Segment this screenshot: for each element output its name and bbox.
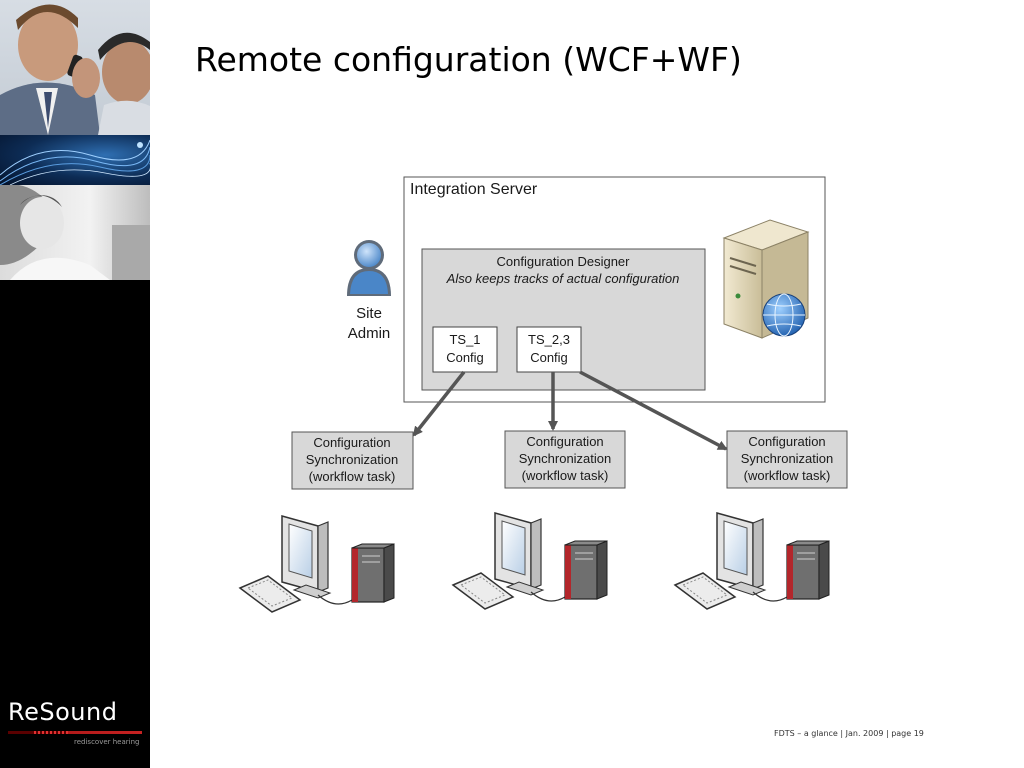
- arrow-ts1-to-sync1: [412, 370, 466, 437]
- sync-task-2-line3: (workflow task): [521, 468, 609, 483]
- sync-task-3-line1: Configuration: [748, 434, 826, 449]
- brand-dots: [34, 731, 70, 734]
- abstract-waves-photo: [0, 135, 150, 185]
- ts23-config-sublabel: Config: [530, 350, 568, 365]
- integration-server-label: Integration Server: [410, 181, 538, 198]
- sync-task-box-2: [504, 430, 626, 489]
- ts1-config-sublabel: Config: [446, 350, 484, 365]
- ts23-config-box: [516, 326, 582, 373]
- server-globe-icon: [722, 219, 810, 339]
- brand-logo: ReSound: [8, 698, 118, 726]
- arrow-ts23-to-sync3: [579, 370, 728, 451]
- configuration-designer-title: Configuration Designer: [496, 254, 630, 269]
- slide-footer: FDTS – a glance | Jan. 2009 | page 19: [774, 729, 924, 738]
- user-icon: [347, 240, 391, 296]
- business-photo: [0, 0, 150, 135]
- sync-task-1-line1: Configuration: [313, 435, 391, 450]
- sync-task-3-line3: (workflow task): [743, 468, 831, 483]
- sync-task-2-line2: Synchronization: [518, 451, 612, 466]
- workstation-icon: [673, 512, 830, 610]
- sidebar: ReSound rediscover hearing: [0, 0, 150, 768]
- configuration-designer-subtitle: Also keeps tracks of actual configuratio…: [446, 271, 680, 286]
- sync-task-box-1: [291, 431, 414, 490]
- workstation-icon: [451, 512, 608, 610]
- ts1-config-label: TS_1: [449, 332, 481, 347]
- workstation-icon: [238, 515, 395, 613]
- woman-photo: [0, 185, 150, 280]
- ts1-config-box: [432, 326, 498, 373]
- sync-task-1-line3: (workflow task): [308, 469, 396, 484]
- site-admin-sublabel: Admin: [347, 325, 391, 342]
- sync-task-box-3: [726, 430, 848, 489]
- page-title: Remote configuration (WCF+WF): [195, 40, 742, 79]
- site-admin-label: Site: [356, 305, 382, 322]
- brand-tagline: rediscover hearing: [74, 738, 140, 746]
- sync-task-3-line2: Synchronization: [740, 451, 834, 466]
- sync-task-1-line2: Synchronization: [305, 452, 399, 467]
- sync-task-2-line1: Configuration: [526, 434, 604, 449]
- brand-underline: [8, 731, 142, 734]
- ts23-config-label: TS_2,3: [528, 332, 570, 347]
